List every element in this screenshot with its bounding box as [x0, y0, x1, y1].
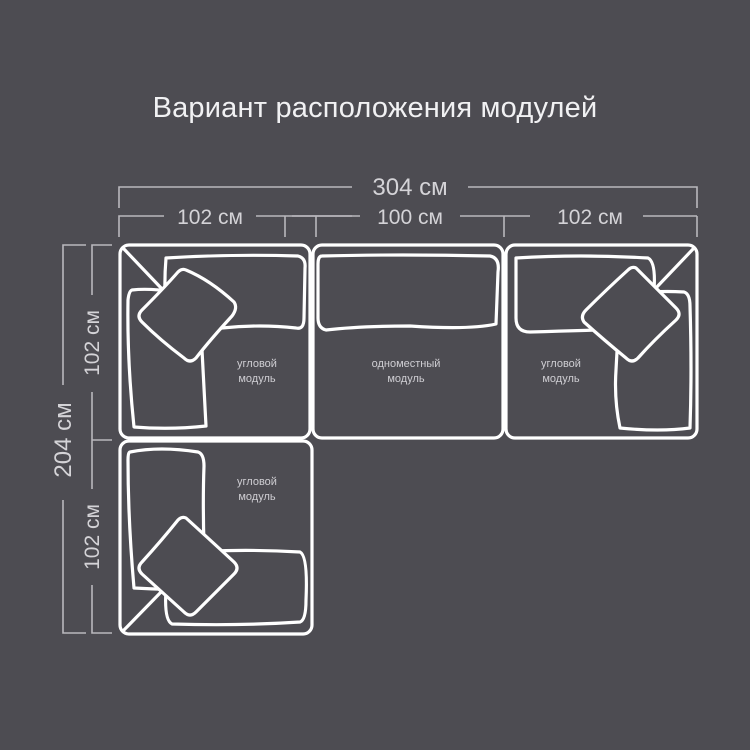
- dimension-depth-segments: 102 см 102 см: [81, 244, 112, 634]
- module-label: модуль: [238, 491, 276, 503]
- module-label: угловой: [237, 476, 277, 488]
- dimension-middle-label: 100 см: [377, 206, 443, 229]
- dimension-segments: 102 см 100 см 102 см: [118, 206, 698, 237]
- module-label: модуль: [542, 373, 580, 385]
- dimension-left-label: 102 см: [177, 206, 243, 229]
- dimension-depth-bottom-label: 102 см: [81, 504, 104, 570]
- module-label: угловой: [541, 358, 581, 370]
- module-corner-bottom-left: угловой модуль: [118, 439, 314, 636]
- page-title: Вариант расположения модулей: [152, 92, 598, 124]
- module-single-top-middle: одноместный модуль: [311, 243, 505, 440]
- module-label: модуль: [387, 373, 425, 385]
- dimension-total-width: 304 см: [118, 174, 698, 208]
- module-corner-top-left: угловой модуль: [118, 243, 312, 440]
- module-corner-top-right: угловой модуль: [504, 243, 699, 440]
- dimension-total-width-label: 304 см: [372, 174, 447, 201]
- dimension-depth-top-label: 102 см: [81, 310, 104, 376]
- dimension-total-depth: 204 см: [50, 244, 86, 634]
- module-label: угловой: [237, 358, 277, 370]
- module-label: модуль: [238, 373, 276, 385]
- dimension-total-depth-label: 204 см: [50, 402, 77, 477]
- module-label: одноместный: [372, 358, 441, 370]
- dimension-right-label: 102 см: [557, 206, 623, 229]
